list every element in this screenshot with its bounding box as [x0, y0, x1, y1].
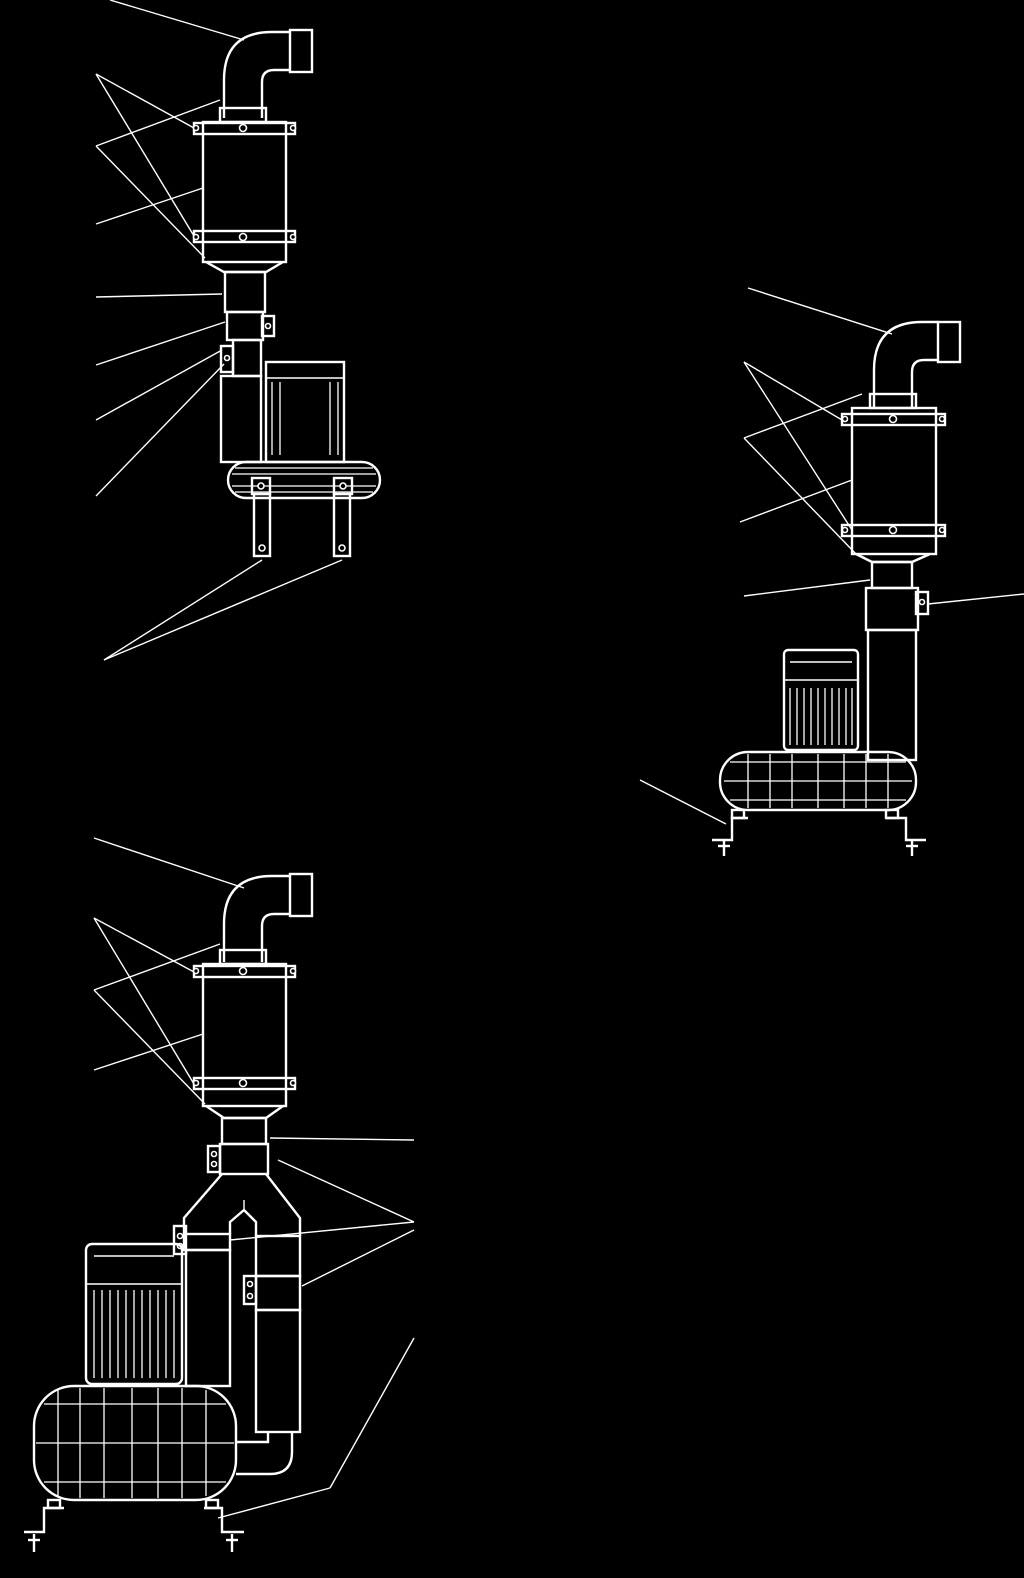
reducer-and-clamp-3	[205, 1105, 284, 1176]
vertical-pipe-1	[219, 338, 263, 464]
assembly-3	[24, 837, 415, 1552]
feet-2	[712, 808, 926, 856]
leader-lines-3	[93, 837, 415, 1519]
feet-3	[24, 1498, 244, 1552]
y-branch-3	[182, 1173, 302, 1236]
reducer-and-clamp-1	[205, 260, 284, 342]
blower-ring-2	[718, 750, 918, 812]
filter-housing-2	[840, 406, 947, 556]
reducer-and-pipe-2	[855, 552, 931, 762]
filter-housing-1	[192, 120, 297, 264]
assembly-1	[95, 0, 382, 661]
blower-ring-1	[226, 460, 382, 500]
motor-2	[782, 648, 860, 752]
elbow-pipe-3	[218, 872, 314, 966]
filter-housing-3	[192, 962, 297, 1108]
elbow-pipe-2	[868, 320, 962, 410]
leader-lines-2	[639, 287, 1024, 825]
motor-1	[264, 360, 346, 464]
leader-lines-1	[95, 0, 343, 661]
right-branch-pipe-3	[236, 1234, 302, 1476]
mounting-brackets-1	[252, 492, 352, 558]
assembly-2	[639, 287, 1024, 856]
motor-3	[84, 1242, 184, 1386]
elbow-pipe-1	[218, 28, 314, 124]
left-branch-pipe-3	[172, 1224, 232, 1388]
blower-ring-3	[32, 1384, 238, 1502]
